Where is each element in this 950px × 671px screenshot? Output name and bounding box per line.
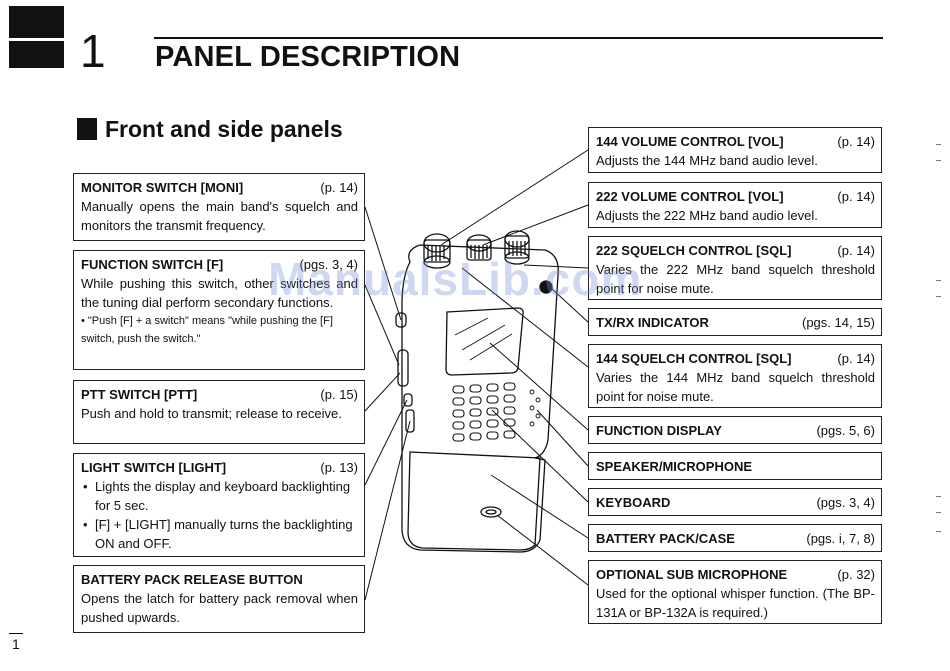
box-ptt-switch: PTT SWITCH [PTT] (p. 15) Push and hold to… (73, 380, 365, 444)
box-body: Adjusts the 144 MHz band audio level. (596, 153, 818, 168)
box-monitor-switch: MONITOR SWITCH [MONI] (p. 14) Manually op… (73, 173, 365, 241)
edge-mark (936, 144, 941, 145)
speaker-grille (529, 389, 541, 427)
header-rule (154, 37, 883, 39)
radio-body (401, 244, 559, 553)
box-title: TX/RX INDICATOR (596, 315, 709, 330)
edge-mark (936, 512, 941, 513)
box-function-switch: FUNCTION SWITCH [F] (pgs. 3, 4) While pus… (73, 250, 365, 370)
box-page: (p. 14) (837, 189, 875, 204)
chapter-tab-bottom (9, 41, 64, 68)
ptt-switch (397, 349, 409, 387)
box-function-display: FUNCTION DISPLAY (pgs. 5, 6) (588, 416, 882, 444)
box-page: (pgs. 3, 4) (816, 495, 875, 510)
edge-mark (936, 160, 941, 161)
keypad (452, 382, 516, 442)
battery-release (405, 409, 415, 433)
box-bullets: Lights the display and keyboard backligh… (81, 477, 358, 553)
edge-mark (936, 531, 941, 532)
box-222-squelch: 222 SQUELCH CONTROL [SQL] (p. 14) Varies … (588, 236, 882, 300)
watermark-text: ManualsLib.com (268, 253, 643, 305)
edge-mark (936, 280, 941, 281)
chapter-number: 1 (80, 25, 106, 77)
box-txrx-indicator: TX/RX INDICATOR (pgs. 14, 15) (588, 308, 882, 336)
box-title: 222 VOLUME CONTROL [VOL] (596, 189, 784, 204)
box-battery-release: BATTERY PACK RELEASE BUTTON Opens the la… (73, 565, 365, 633)
box-title: PTT SWITCH [PTT] (81, 387, 198, 402)
sub-microphone (480, 506, 502, 518)
box-keyboard: KEYBOARD (pgs. 3, 4) (588, 488, 882, 516)
moni-switch (395, 312, 407, 328)
page-number-rule (9, 633, 23, 634)
box-page: (p. 14) (837, 351, 875, 366)
light-switch (403, 393, 413, 407)
lcd-display (445, 307, 524, 376)
box-body: While pushing this switch, other switche… (81, 276, 358, 310)
section-title: Front and side panels (105, 116, 343, 142)
box-battery-pack-case: BATTERY PACK/CASE (pgs. i, 7, 8) (588, 524, 882, 552)
box-title: LIGHT SWITCH [LIGHT] (81, 460, 227, 475)
battery-pack-outline (407, 451, 541, 551)
box-page: (pgs. i, 7, 8) (806, 531, 875, 546)
box-page: (p. 14) (320, 180, 358, 195)
box-title: BATTERY PACK/CASE (596, 531, 735, 546)
txrx-indicator-led (539, 280, 553, 294)
box-page: (p. 32) (837, 567, 875, 582)
edge-mark (936, 496, 941, 497)
box-title: 144 VOLUME CONTROL [VOL] (596, 134, 784, 149)
box-body: Varies the 222 MHz band squelch threshol… (596, 262, 875, 296)
box-144-squelch: 144 SQUELCH CONTROL [SQL] (p. 14) Varies … (588, 344, 882, 408)
box-page: (pgs. 14, 15) (802, 315, 875, 330)
box-title: OPTIONAL SUB MICROPHONE (596, 567, 788, 582)
box-light-switch: LIGHT SWITCH [LIGHT] (p. 13) Lights the d… (73, 453, 365, 557)
chapter-tab-top (9, 6, 64, 38)
box-page: (pgs. 3, 4) (299, 257, 358, 272)
box-page: (pgs. 5, 6) (816, 423, 875, 438)
section-square-icon (77, 118, 97, 140)
box-title: KEYBOARD (596, 495, 671, 510)
box-222-volume: 222 VOLUME CONTROL [VOL] (p. 14) Adjusts … (588, 182, 882, 228)
box-title: SPEAKER/MICROPHONE (596, 459, 753, 474)
box-title: BATTERY PACK RELEASE BUTTON (81, 572, 303, 587)
chapter-title: PANEL DESCRIPTION (155, 41, 461, 73)
box-body: Adjusts the 222 MHz band audio level. (596, 208, 818, 223)
box-page: (p. 14) (837, 134, 875, 149)
box-speaker-microphone: SPEAKER/MICROPHONE (588, 452, 882, 480)
box-body: Manually opens the main band's squelch a… (81, 199, 358, 233)
box-title: MONITOR SWITCH [MONI] (81, 180, 244, 195)
section-heading: Front and side panels (77, 116, 343, 143)
box-144-volume: 144 VOLUME CONTROL [VOL] (p. 14) Adjusts … (588, 127, 882, 173)
box-body: Varies the 144 MHz band squelch threshol… (596, 370, 875, 404)
box-body: Push and hold to transmit; release to re… (81, 406, 342, 421)
bullet-item: [F] + [LIGHT] manually turns the backlig… (83, 515, 358, 553)
box-page: (p. 14) (837, 243, 875, 258)
bullet-item: Lights the display and keyboard backligh… (83, 477, 358, 515)
leader-lines (364, 149, 589, 601)
box-page: (p. 13) (320, 460, 358, 475)
page-number: 1 (12, 636, 20, 652)
box-body: Used for the optional whisper function. … (596, 586, 875, 620)
box-title: 222 SQUELCH CONTROL [SQL] (596, 243, 792, 258)
box-title: FUNCTION DISPLAY (596, 423, 722, 438)
box-body: Opens the latch for battery pack removal… (81, 591, 358, 625)
edge-mark (936, 296, 941, 297)
box-optional-sub-microphone: OPTIONAL SUB MICROPHONE (p. 32) Used for … (588, 560, 882, 624)
box-title: 144 SQUELCH CONTROL [SQL] (596, 351, 792, 366)
box-title: FUNCTION SWITCH [F] (81, 257, 224, 272)
box-page: (p. 15) (320, 387, 358, 402)
box-note: • "Push [F] + a switch" means "while pus… (81, 315, 333, 345)
